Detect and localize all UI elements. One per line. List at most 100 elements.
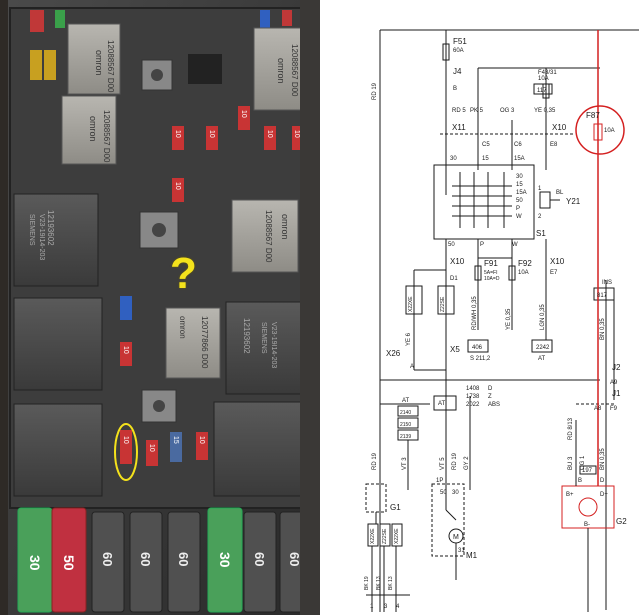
svg-text:AT: AT (438, 401, 446, 407)
svg-text:10: 10 (293, 130, 300, 138)
relay-label: 12088567 D00 (106, 40, 115, 93)
svg-text:X22XE: X22XE (394, 528, 400, 544)
svg-text:GY 2: GY 2 (464, 456, 470, 470)
svg-text:Z: Z (488, 394, 492, 400)
svg-text:SIEMENS: SIEMENS (28, 214, 35, 246)
svg-text:5A=FI: 5A=FI (484, 270, 497, 276)
svg-text:S1: S1 (536, 229, 546, 238)
fuse-label: 60 (252, 552, 267, 566)
svg-text:G1: G1 (390, 503, 401, 512)
svg-text:V23-19I14-203: V23-19I14-203 (38, 214, 45, 260)
svg-text:B+: B+ (566, 492, 574, 498)
svg-text:X5: X5 (450, 345, 460, 354)
fuse-label: 50 (61, 555, 77, 571)
svg-text:50: 50 (516, 198, 523, 204)
svg-text:AT: AT (402, 398, 410, 404)
svg-text:YE 6: YE 6 (406, 332, 412, 346)
highlighted-fuse-ring (114, 423, 138, 481)
svg-text:J2: J2 (612, 363, 621, 372)
svg-text:P: P (516, 206, 520, 212)
small-fuse-labels: 10 10 10 10 10 10 10 10 15 10 10 (122, 110, 300, 452)
svg-text:10: 10 (148, 444, 155, 452)
svg-text:12193602: 12193602 (242, 318, 251, 354)
svg-text:B: B (453, 86, 457, 92)
svg-text:D: D (488, 386, 493, 392)
svg-text:W: W (512, 242, 518, 248)
svg-text:30: 30 (450, 156, 457, 162)
svg-text:10A: 10A (518, 270, 529, 276)
svg-text:J1: J1 (612, 389, 621, 398)
svg-text:OG 1: OG 1 (580, 455, 586, 470)
fuse-label: 60 (176, 552, 191, 566)
svg-text:X10: X10 (550, 257, 565, 266)
svg-text:15A: 15A (516, 190, 527, 196)
relay-mid-right: 12088567 D00 omron (231, 199, 299, 273)
svg-text:SIEMENS: SIEMENS (260, 322, 267, 354)
siemens-relay-left: 12193602 SIEMENS V23-19I14-203 (13, 193, 99, 287)
svg-text:C6: C6 (514, 142, 522, 148)
svg-text:RD 19: RD 19 (452, 452, 458, 470)
svg-text:10: 10 (240, 110, 247, 118)
svg-text:J4: J4 (453, 67, 462, 76)
svg-text:A8: A8 (594, 406, 602, 412)
svg-text:10: 10 (174, 182, 181, 190)
svg-text:F87: F87 (586, 111, 600, 120)
svg-text:M1: M1 (466, 551, 478, 560)
svg-text:3: 3 (384, 604, 388, 610)
svg-text:12193602: 12193602 (46, 210, 55, 246)
svg-text:X10: X10 (450, 257, 465, 266)
svg-text:X26: X26 (386, 349, 401, 358)
svg-text:A: A (410, 364, 414, 370)
relay-top-left: 12088567 D00 omron (67, 23, 121, 95)
svg-text:omron: omron (280, 214, 290, 240)
svg-text:12088567 D00: 12088567 D00 (102, 110, 111, 163)
svg-text:10A: 10A (604, 128, 615, 134)
svg-text:RD 19: RD 19 (372, 452, 378, 470)
svg-text:1408: 1408 (466, 386, 480, 392)
svg-text:2: 2 (538, 214, 542, 220)
svg-text:117: 117 (537, 88, 547, 94)
svg-text:D1: D1 (450, 276, 458, 282)
highlight-circle (575, 105, 625, 155)
svg-text:2140: 2140 (400, 410, 411, 416)
yellow-question-mark: ? (170, 249, 197, 298)
svg-text:10: 10 (208, 130, 215, 138)
svg-text:YE 0,35: YE 0,35 (534, 108, 556, 114)
svg-text:406: 406 (472, 345, 483, 351)
fuse-box-photo: 12088567 D00 omron 12088567 D00 omron 12… (0, 0, 320, 615)
svg-text:1P: 1P (436, 478, 443, 484)
svg-text:M: M (453, 534, 459, 541)
svg-text:omron: omron (88, 116, 98, 142)
svg-text:BK 19: BK 19 (364, 576, 370, 590)
svg-text:BK 13: BK 13 (388, 576, 394, 590)
svg-text:2022: 2022 (466, 402, 480, 408)
fuse-label: 30 (27, 555, 43, 571)
svg-text:F51: F51 (453, 37, 467, 46)
svg-text:AT: AT (538, 356, 546, 362)
svg-text:1: 1 (370, 604, 374, 610)
svg-text:F91: F91 (484, 259, 498, 268)
svg-text:C5: C5 (482, 142, 490, 148)
svg-text:omron: omron (94, 50, 104, 76)
svg-text:2139: 2139 (400, 434, 411, 440)
svg-text:D+: D+ (600, 492, 608, 498)
svg-text:15: 15 (172, 436, 179, 444)
svg-text:LGN 0,35: LGN 0,35 (540, 304, 546, 330)
svg-text:12077866 D00: 12077866 D00 (200, 316, 209, 369)
svg-text:A9: A9 (610, 380, 618, 386)
svg-text:W: W (516, 214, 522, 220)
svg-text:10: 10 (122, 436, 129, 444)
svg-text:31: 31 (458, 548, 465, 554)
svg-text:10: 10 (174, 130, 181, 138)
relay-mid-left: 12088567 D00 omron (61, 95, 117, 165)
svg-text:15A: 15A (514, 156, 525, 162)
relay-top-right: 12088567 D00 omron (253, 27, 307, 111)
svg-text:BU 3: BU 3 (568, 456, 574, 470)
svg-text:10A=D: 10A=D (484, 276, 500, 282)
svg-text:BN 0,35: BN 0,35 (600, 318, 606, 340)
svg-text:ABS: ABS (488, 402, 500, 408)
svg-text:PK 5: PK 5 (470, 108, 484, 114)
svg-text:RD 8/13: RD 8/13 (568, 417, 574, 440)
svg-text:1738: 1738 (466, 394, 480, 400)
